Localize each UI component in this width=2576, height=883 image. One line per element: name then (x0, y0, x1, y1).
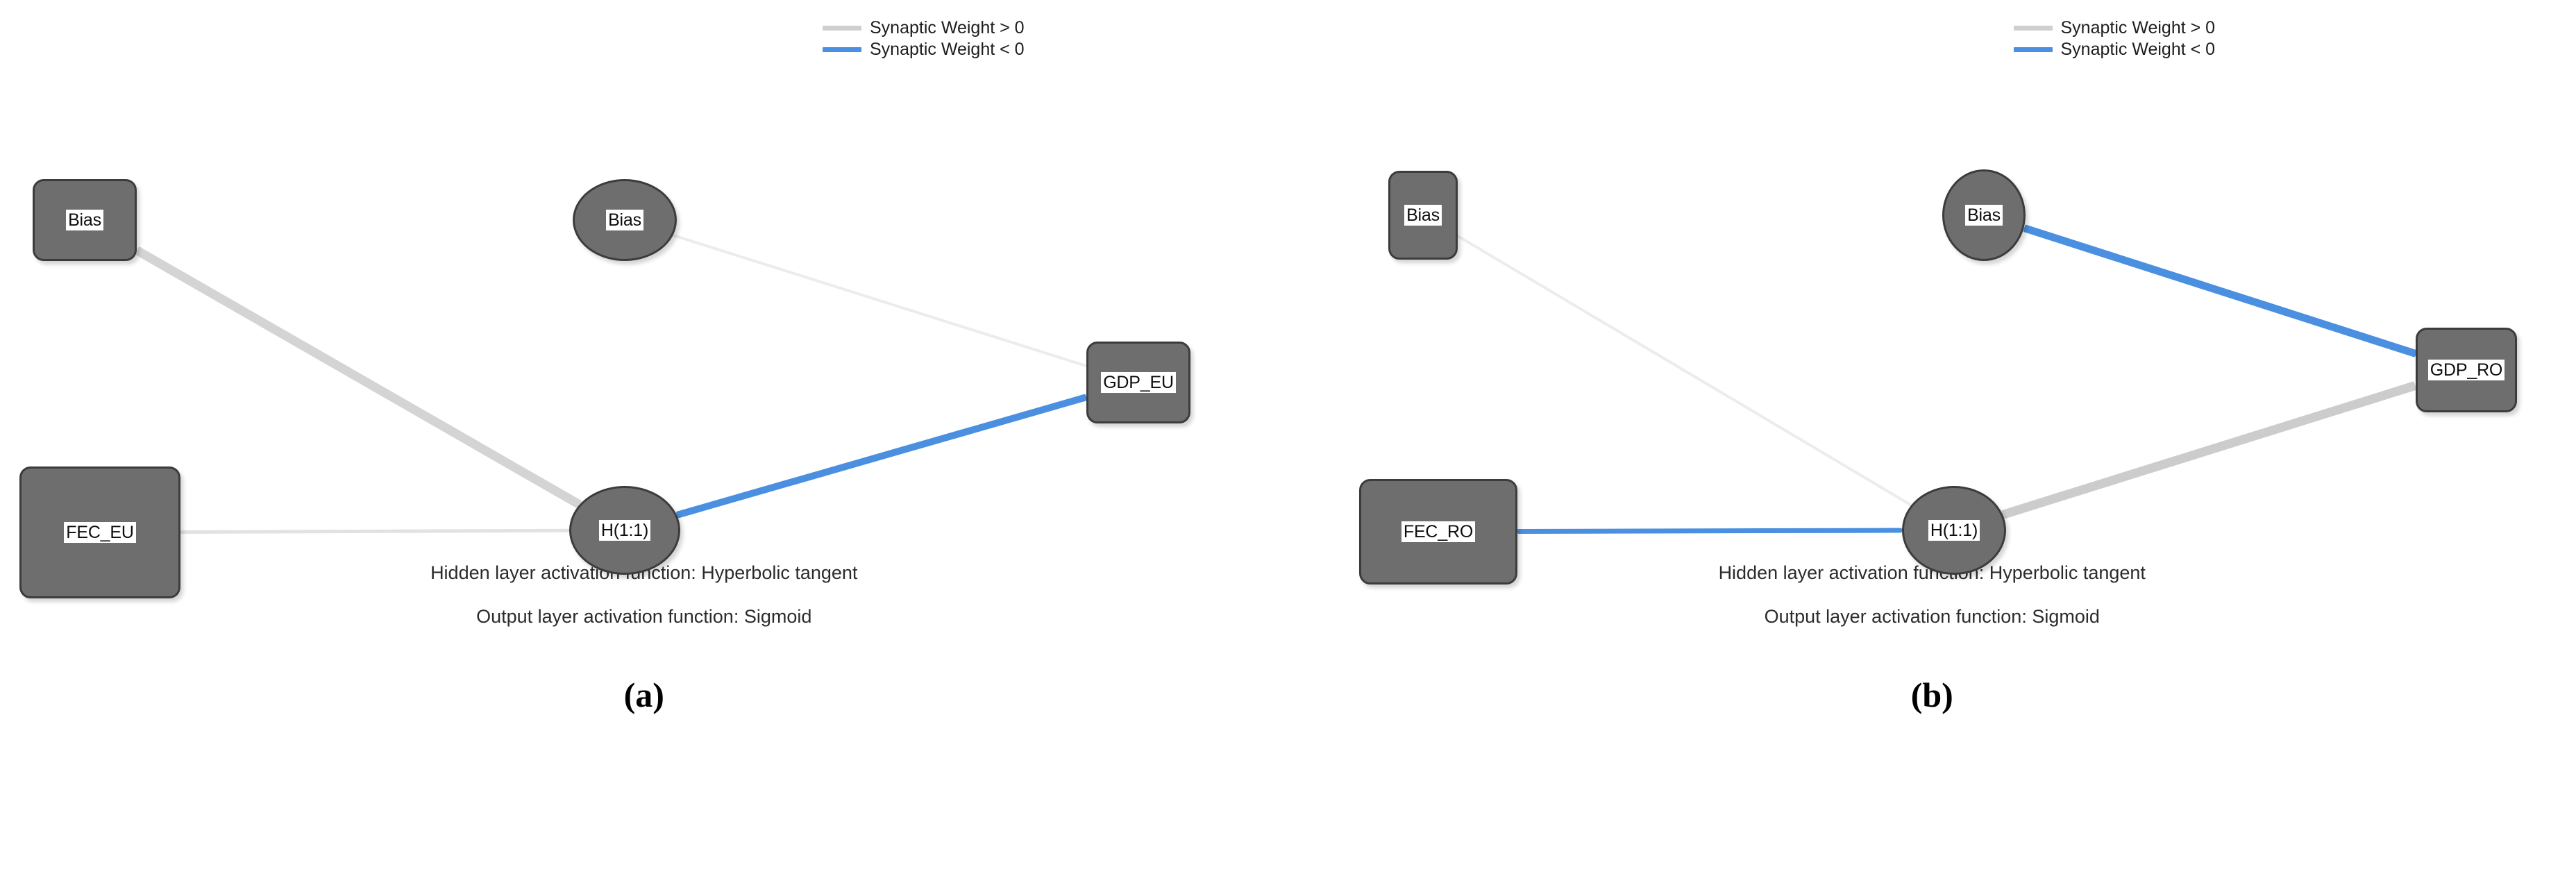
node-gdp-ro[interactable]: GDP_RO (2416, 328, 2517, 412)
legend-swatch-negative-weight (2013, 47, 2053, 52)
node-label: H(1:1) (598, 520, 651, 541)
node-label: Bias (1965, 205, 2003, 226)
legend-panel-a: Synaptic Weight > 0 Synaptic Weight < 0 (823, 19, 1025, 58)
node-label: FEC_RO (1401, 521, 1476, 542)
subfigure-label-b: (b) (1910, 675, 1953, 714)
legend-label: Synaptic Weight < 0 (2060, 40, 2216, 59)
node-label: Bias (1404, 205, 1442, 226)
node-h-1-1[interactable]: H(1:1) (1902, 486, 2006, 575)
node-gdp-eu[interactable]: GDP_EU (1086, 342, 1190, 423)
legend-item: Synaptic Weight < 0 (823, 41, 1025, 58)
node-bias[interactable]: Bias (573, 179, 677, 261)
node-bias[interactable]: Bias (1942, 169, 2026, 261)
legend-label: Synaptic Weight > 0 (870, 18, 1025, 37)
legend-label: Synaptic Weight > 0 (2060, 18, 2216, 37)
legend-swatch-positive-weight (823, 26, 861, 31)
node-label: H(1:1) (1928, 520, 1980, 541)
legend-item: Synaptic Weight > 0 (2013, 18, 2216, 37)
synapse-edge-input-to-hidden-positive (180, 528, 570, 535)
legend-item: Synaptic Weight > 0 (823, 19, 1025, 37)
legend-item: Synaptic Weight < 0 (2013, 40, 2216, 59)
output-activation-caption-a: Output layer activation function: Sigmoi… (476, 606, 812, 627)
node-label: Bias (606, 210, 643, 230)
node-label: FEC_EU (64, 522, 136, 543)
output-activation-caption-b: Output layer activation function: Sigmoi… (1764, 606, 2100, 627)
synapse-edge-hidden-to-output-negative (675, 394, 1088, 519)
synapse-edge-bias_in-to-hidden-positive (1456, 234, 1912, 507)
legend-label: Synaptic Weight < 0 (870, 40, 1025, 59)
node-label: GDP_EU (1101, 372, 1176, 393)
legend-swatch-negative-weight (823, 47, 861, 52)
node-label: Bias (66, 210, 103, 230)
node-label: GDP_RO (2427, 360, 2505, 380)
synapse-edge-bias_out-to-output-negative (2022, 224, 2417, 358)
node-bias[interactable]: Bias (33, 179, 137, 261)
synapse-edge-bias_out-to-output-positive (672, 234, 1087, 368)
node-h-1-1[interactable]: H(1:1) (569, 486, 680, 575)
synapse-edge-input-to-hidden-negative (1517, 528, 1903, 535)
synapse-edge-bias_in-to-hidden-positive (134, 246, 582, 509)
legend-panel-b: Synaptic Weight > 0 Synaptic Weight < 0 (2013, 18, 2216, 59)
legend-swatch-positive-weight (2013, 26, 2053, 31)
synapse-edge-hidden-to-output-positive (2001, 381, 2417, 520)
subfigure-label-a: (a) (623, 675, 664, 714)
node-fec-ro[interactable]: FEC_RO (1359, 479, 1517, 585)
node-fec-eu[interactable]: FEC_EU (19, 466, 180, 598)
node-bias[interactable]: Bias (1388, 171, 1458, 260)
